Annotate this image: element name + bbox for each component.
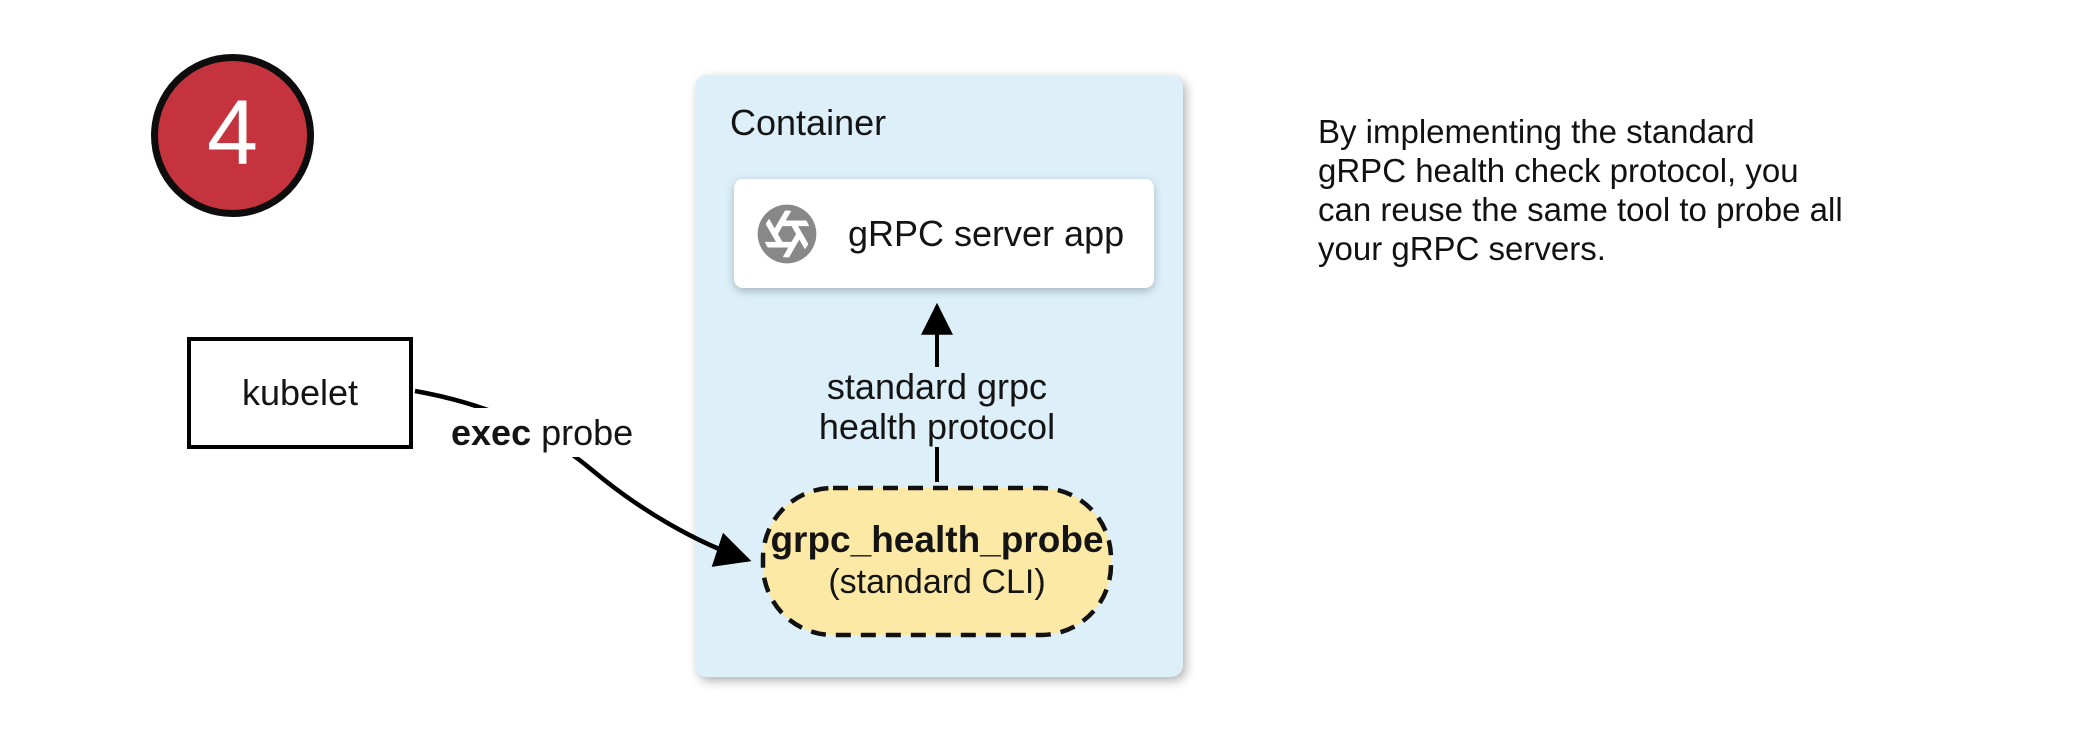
grpc-health-probe-title: grpc_health_probe bbox=[770, 518, 1104, 560]
grpc-health-probe-subtitle: (standard CLI) bbox=[828, 563, 1046, 602]
exec-probe-label-bold: exec bbox=[451, 412, 532, 453]
container-label: Container bbox=[730, 102, 887, 143]
grpc-health-probe-box: grpc_health_probe (standard CLI) bbox=[760, 485, 1114, 638]
step-number: 4 bbox=[206, 81, 259, 184]
exec-probe-label: exec probe bbox=[441, 408, 644, 458]
grpc-server-app-label: gRPC server app bbox=[848, 212, 1125, 254]
kubelet-box: kubelet bbox=[187, 337, 413, 449]
health-protocol-label: standard grpc health protocol bbox=[787, 367, 1087, 447]
aperture-icon bbox=[755, 202, 819, 266]
side-note-text: By implementing the standard gRPC health… bbox=[1318, 113, 1843, 267]
exec-probe-label-rest: probe bbox=[531, 412, 634, 453]
step-badge: 4 bbox=[151, 54, 314, 217]
kubelet-label: kubelet bbox=[241, 372, 359, 413]
grpc-server-app-box: gRPC server app bbox=[734, 179, 1154, 288]
grpc-health-probe-outline bbox=[760, 485, 1114, 638]
exec-probe-arrow bbox=[414, 388, 752, 567]
